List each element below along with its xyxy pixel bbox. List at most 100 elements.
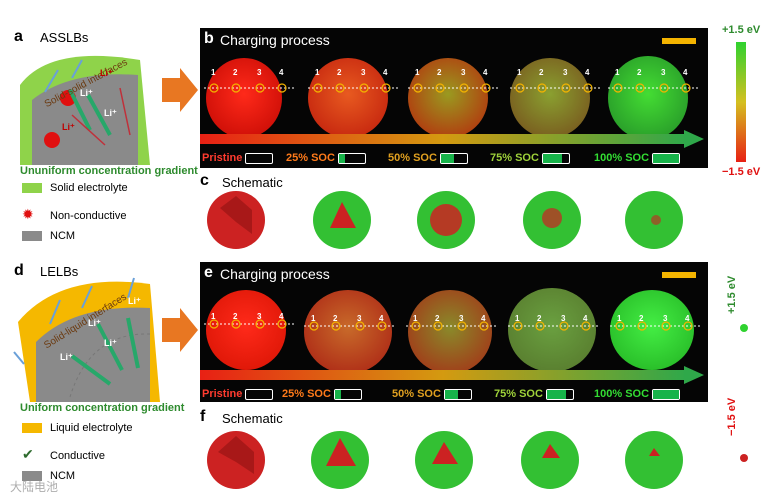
battery-icon xyxy=(443,388,472,400)
li-ion-label: Li⁺ xyxy=(128,296,141,306)
battery-icon xyxy=(245,388,274,400)
liquid-electrolyte-swatch xyxy=(22,423,42,434)
charging-process-panel-e: e Charging process 1 2 3 4 1 2 xyxy=(200,262,708,402)
tick-number: 1 xyxy=(415,68,420,77)
panel-title-f: Schematic xyxy=(222,411,283,426)
tick-number: 2 xyxy=(637,68,642,77)
panel-title-c: Schematic xyxy=(222,175,283,190)
battery-icon xyxy=(652,388,681,400)
tick-number: 3 xyxy=(461,68,466,77)
tick-number: 2 xyxy=(537,314,542,323)
scale-bar xyxy=(662,38,696,44)
legend-ncm: NCM xyxy=(22,230,75,242)
tick-number: 2 xyxy=(337,68,342,77)
tick-number: 2 xyxy=(639,314,644,323)
legend-non-conductive: ✹ Non-conductive xyxy=(22,206,126,223)
legend-ncm: NCM xyxy=(22,470,75,482)
li-ion-label: Li⁺ xyxy=(60,352,73,362)
legend-solid-electrolyte: Solid electrolyte xyxy=(22,182,128,194)
li-ion-label: Li⁺ xyxy=(62,122,75,132)
schematic-row-f xyxy=(207,431,683,489)
particle-row-e xyxy=(204,288,700,372)
soc-label-25: 25% SOC xyxy=(282,388,362,400)
soc-label-50: 50% SOC xyxy=(388,152,468,164)
soc-label-100: 100% SOC xyxy=(594,388,681,400)
tick-number: 3 xyxy=(561,314,566,323)
panel-label-c: c xyxy=(200,172,209,189)
tick-number: 4 xyxy=(481,314,486,323)
charging-process-panel-b: b Charging process 1 2 3 4 1 2 xyxy=(200,28,708,168)
tick-number: 1 xyxy=(615,68,620,77)
li-ion-label: Li⁺ xyxy=(104,108,117,118)
soc-label-100: 100% SOC xyxy=(594,152,681,164)
asslb-interface-schematic xyxy=(20,55,150,165)
energy-colorbar xyxy=(736,42,746,162)
tick-number: 2 xyxy=(539,68,544,77)
tick-number: 3 xyxy=(361,68,366,77)
tick-number: 4 xyxy=(685,314,690,323)
tick-number: 4 xyxy=(483,68,488,77)
li-ion-label: Li⁺ xyxy=(100,68,113,78)
tick-number: 3 xyxy=(459,314,464,323)
tick-number: 3 xyxy=(257,312,262,321)
battery-icon xyxy=(545,388,574,400)
tick-number: 4 xyxy=(379,314,384,323)
soc-label-75: 75% SOC xyxy=(494,388,574,400)
tick-number: 4 xyxy=(585,68,590,77)
battery-icon xyxy=(333,388,362,400)
panel-title-b: Charging process xyxy=(220,32,330,48)
tick-number: 1 xyxy=(515,314,520,323)
tick-number: 3 xyxy=(563,68,568,77)
schematic-row-c xyxy=(207,191,683,249)
legend-conductive: ✔ Conductive xyxy=(22,446,105,463)
tick-number: 4 xyxy=(383,68,388,77)
red-star-icon: ✹ xyxy=(22,206,34,222)
panel-label-b: b xyxy=(204,30,214,47)
soc-label-75: 75% SOC xyxy=(490,152,570,164)
li-ion-label: Li⁺ xyxy=(88,318,101,328)
colorbar-max-label: +1.5 eV xyxy=(722,24,761,36)
soc-gradient-arrow xyxy=(200,130,704,148)
lelb-interface-schematic xyxy=(13,277,160,402)
legend-label: Non-conductive xyxy=(50,210,127,222)
right-arrow-icon xyxy=(162,68,198,112)
tick-number: 3 xyxy=(661,68,666,77)
colorbar-min-label: −1.5 eV xyxy=(722,166,761,178)
panel-label-d: d xyxy=(14,262,24,279)
tick-number: 2 xyxy=(435,314,440,323)
uniform-gradient-text: Uniform concentration gradient xyxy=(20,402,185,414)
soc-label-25: 25% SOC xyxy=(286,152,366,164)
right-arrow-icon xyxy=(162,308,198,352)
tick-number: 3 xyxy=(257,68,262,77)
checkmark-icon: ✔ xyxy=(22,446,34,462)
li-ion-label: Li⁺ xyxy=(80,88,93,98)
panel-title-asslbs: ASSLBs xyxy=(40,30,89,45)
tick-number: 3 xyxy=(663,314,668,323)
scale-bar xyxy=(662,272,696,278)
colorbar-min-label: −1.5 eV xyxy=(726,397,738,436)
solid-electrolyte-swatch xyxy=(22,183,42,194)
legend-label: NCM xyxy=(50,470,76,482)
tick-number: 4 xyxy=(683,68,688,77)
red-dot-icon xyxy=(740,454,748,462)
panel-title-e: Charging process xyxy=(220,266,330,282)
tick-number: 2 xyxy=(333,314,338,323)
tick-number: 3 xyxy=(357,314,362,323)
colorbar-max-label: +1.5 eV xyxy=(726,275,738,314)
soc-label-pristine: Pristine xyxy=(202,388,274,400)
tick-number: 2 xyxy=(233,68,238,77)
green-dot-icon xyxy=(740,324,748,332)
battery-icon xyxy=(245,152,274,164)
li-ion-label: Li⁺ xyxy=(104,338,117,348)
tick-number: 1 xyxy=(211,312,216,321)
battery-icon xyxy=(337,152,366,164)
soc-gradient-arrow xyxy=(200,366,704,384)
tick-number: 2 xyxy=(437,68,442,77)
tick-number: 2 xyxy=(233,312,238,321)
tick-number: 4 xyxy=(583,314,588,323)
legend-label: NCM xyxy=(50,230,76,242)
tick-number: 1 xyxy=(211,68,216,77)
battery-icon xyxy=(541,152,570,164)
ncm-swatch xyxy=(22,471,42,482)
legend-label: Conductive xyxy=(50,450,106,462)
